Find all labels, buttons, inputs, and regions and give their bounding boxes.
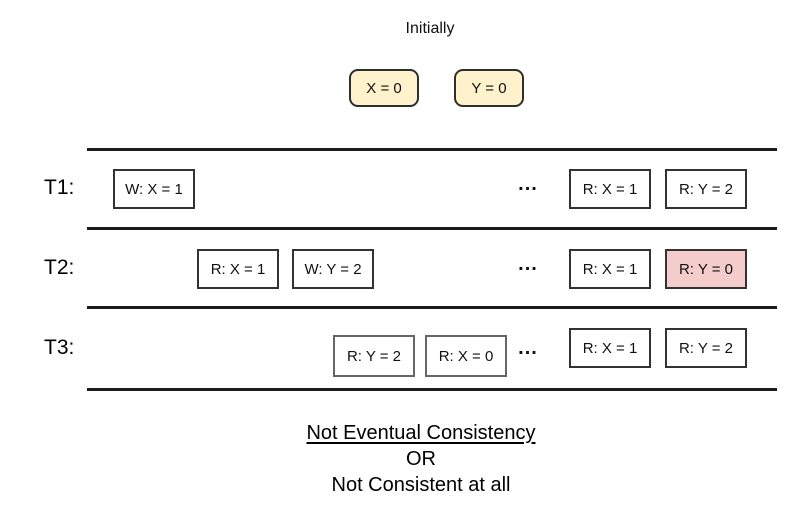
timeline-rule-top (87, 148, 777, 151)
timeline-rule-t1-t2 (87, 227, 777, 230)
initial-value-box-x: X = 0 (349, 69, 419, 107)
conclusion-line-or: OR (406, 448, 436, 470)
conclusion-block: Not Eventual Consistency OR Not Consiste… (35, 420, 807, 498)
t3-ellipsis: ... (518, 337, 538, 359)
timeline-rule-t2-t3 (87, 306, 777, 309)
timeline-label-t2: T2: (44, 256, 75, 279)
t2-op-write-y-2: W: Y = 2 (292, 249, 374, 289)
t1-ellipsis: ... (518, 173, 538, 195)
t2-op-read-y-0-highlighted: R: Y = 0 (665, 249, 747, 289)
initial-value-box-y: Y = 0 (454, 69, 524, 107)
timeline-label-t1: T1: (44, 176, 75, 199)
t1-op-read-x-1: R: X = 1 (569, 169, 651, 209)
t1-op-write-x-1: W: X = 1 (113, 169, 195, 209)
conclusion-line-not-eventual-consistency: Not Eventual Consistency (306, 422, 536, 444)
t1-op-read-y-2: R: Y = 2 (665, 169, 747, 209)
diagram-title: Initially (405, 20, 455, 37)
t3-op-read-y-2: R: Y = 2 (333, 335, 415, 377)
t2-ellipsis: ... (518, 253, 538, 275)
timeline-rule-bottom (87, 388, 777, 391)
conclusion-line-not-consistent-at-all: Not Consistent at all (331, 474, 511, 496)
timeline-label-t3: T3: (44, 336, 75, 359)
t3-op-read-y-2-late: R: Y = 2 (665, 328, 747, 368)
t3-op-read-x-1: R: X = 1 (569, 328, 651, 368)
t2-op-read-x-1: R: X = 1 (197, 249, 279, 289)
t3-op-read-x-0: R: X = 0 (425, 335, 507, 377)
t2-op-read-x-1-late: R: X = 1 (569, 249, 651, 289)
